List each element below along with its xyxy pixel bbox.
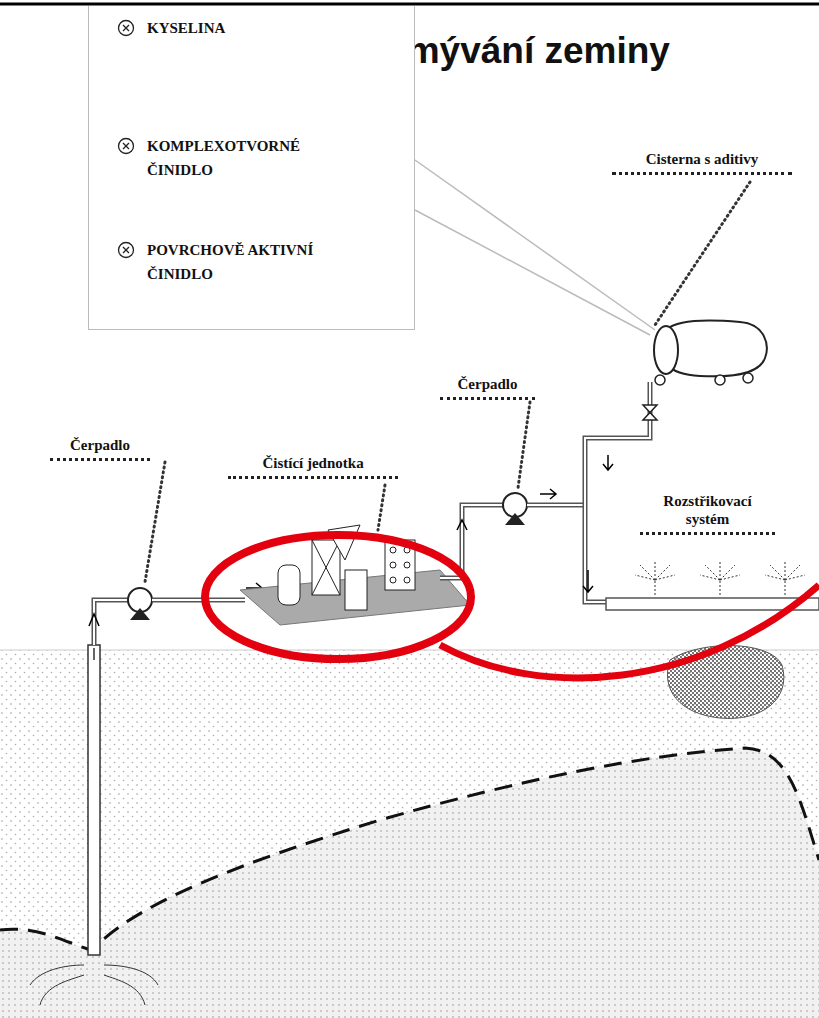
treatment-unit-label: Čistící jednotka: [228, 454, 398, 479]
additive-item: KOMPLEXOTVORNÉ ČINIDLO: [147, 134, 347, 182]
bullet-icon: [117, 19, 135, 37]
callout-box: KYSELINA KOMPLEXOTVORNÉ ČINIDLO POVRCHOVĚ …: [88, 6, 415, 330]
additive-item: POVRCHOVĚ AKTIVNÍ ČINIDLO: [147, 238, 347, 286]
bullet-icon: [117, 137, 135, 155]
pump-label: Čerpadlo: [440, 375, 535, 400]
spray-system-label: Rozstřikovací systém: [640, 492, 775, 535]
bullet-icon: [117, 241, 135, 259]
tank-label: Cisterna s aditivy: [612, 150, 792, 175]
pump-label: Čerpadlo: [50, 436, 150, 461]
additive-item: KYSELINA: [147, 16, 347, 40]
